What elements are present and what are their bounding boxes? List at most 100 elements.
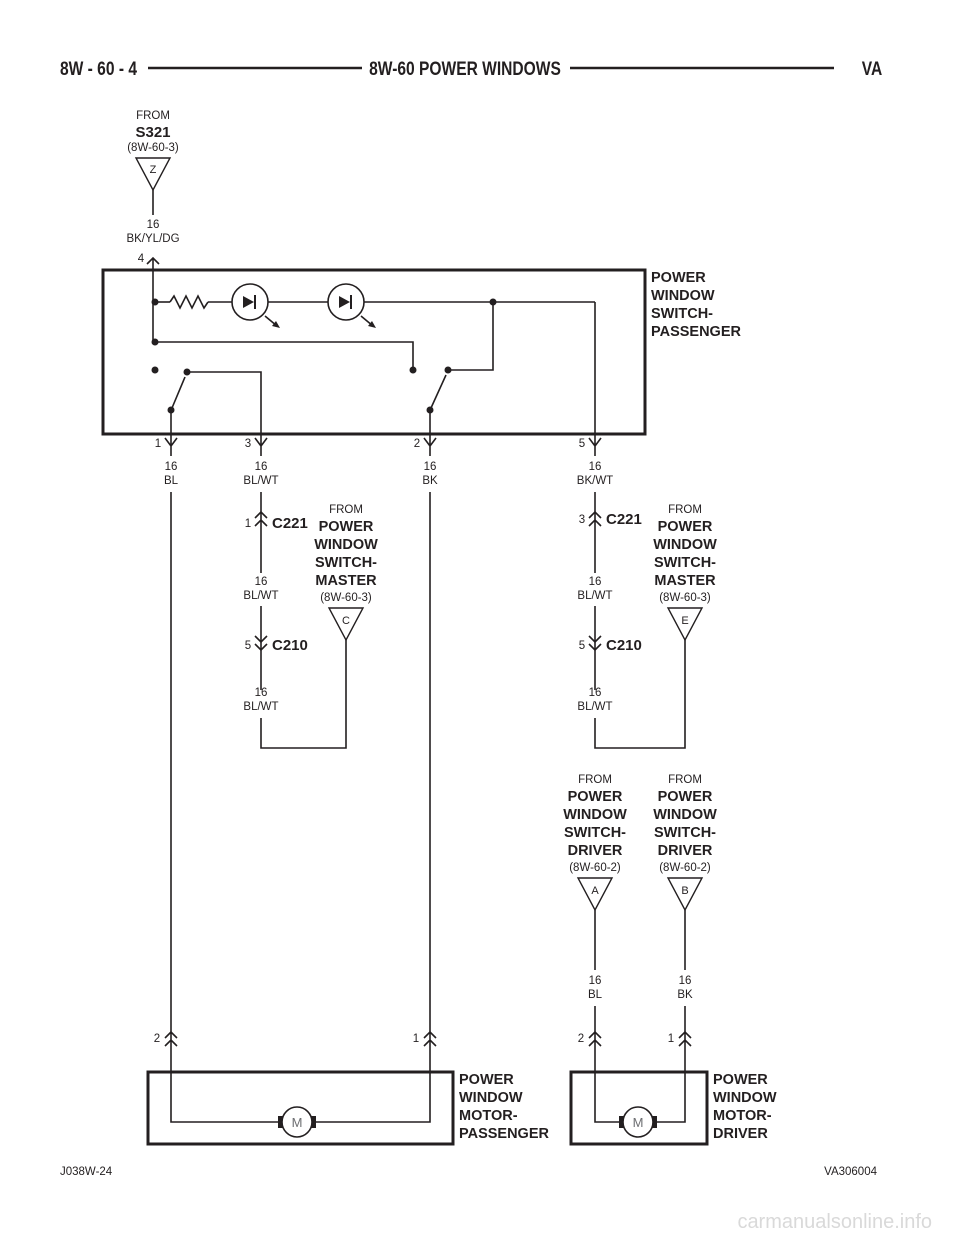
wire-e-return [594, 637, 686, 749]
motor-passenger-label-2: WINDOW [459, 1090, 523, 1106]
circuit-master-c: 1 C221 16 BL/WT 5 C210 16 BL/WT FROM POW… [243, 492, 378, 749]
connector-switch-top [146, 256, 160, 270]
source-e-from: FROM [668, 504, 702, 516]
wire-p3-gauge: 16 [255, 461, 268, 473]
source-e-triangle [666, 607, 704, 642]
wire-c-low-gauge: 16 [255, 687, 268, 699]
footer-right-code: VA306004 [824, 1166, 877, 1178]
c221-left-pin: 1 [245, 518, 251, 530]
connector-switch-3 [254, 434, 268, 456]
c221-right-name: C221 [606, 511, 642, 528]
led-1-triangle [243, 296, 254, 308]
motor-p-wire-right [314, 1072, 431, 1123]
connector-motor-d-1 [678, 1030, 692, 1072]
source-z-from: FROM [136, 110, 170, 122]
pin-motor-d-1: 1 [668, 1033, 674, 1045]
source-b-ref: (8W-60-2) [659, 862, 711, 874]
switch-passenger-label-2: WINDOW [651, 288, 715, 304]
source-c-triangle [327, 607, 365, 642]
wire-e-mid-color: BL/WT [577, 590, 612, 602]
pin-switch-1: 1 [155, 438, 161, 450]
c210-right-name: C210 [606, 637, 642, 654]
c221-left-name: C221 [272, 515, 308, 532]
wire-e-mid-gauge: 16 [589, 576, 602, 588]
motor-passenger-label-1: POWER [459, 1072, 514, 1088]
source-e-line-1: POWER [658, 519, 713, 535]
motor-connectors: 2 1 2 1 [154, 1030, 692, 1072]
wire-z-gauge: 16 [147, 219, 160, 231]
motor-passenger-box [146, 1070, 455, 1146]
motor-p-symbol: M [292, 1115, 303, 1130]
source-b-line-4: DRIVER [658, 843, 713, 859]
motor-passenger-label-4: PASSENGER [459, 1126, 550, 1142]
source-z-letter: Z [150, 164, 157, 176]
switch-passenger-label-1: POWER [651, 270, 706, 286]
circuit-master-e: 3 C221 16 BL/WT 5 C210 16 BL/WT FROM POW… [577, 492, 717, 749]
switch-lever-right [430, 374, 447, 409]
watermark: carmanualsonline.info [737, 1211, 932, 1233]
wire-b-color: BK [677, 989, 693, 1001]
connector-motor-p-2 [164, 1030, 178, 1072]
switch-wire-e [155, 341, 414, 370]
wire-c-mid-color: BL/WT [243, 590, 278, 602]
connector-c210-right [588, 635, 602, 652]
power-window-motor-passenger: M POWER WINDOW MOTOR- PASSENGER [146, 1070, 550, 1146]
source-e-line-2: WINDOW [653, 537, 717, 553]
switch-wire-pin3 [187, 371, 262, 434]
page-title: 8W-60 POWER WINDOWS [369, 58, 561, 80]
switch-passenger-label-3: SWITCH- [651, 306, 713, 322]
pin-motor-d-2: 2 [578, 1033, 584, 1045]
source-b-letter: B [681, 885, 688, 897]
source-a-line-4: DRIVER [568, 843, 623, 859]
source-a-triangle [576, 877, 614, 912]
led-1-arrow [272, 321, 280, 328]
c210-right-pin: 5 [579, 640, 585, 652]
switch-contact-r-top [409, 366, 417, 374]
wire-b-gauge: 16 [679, 975, 692, 987]
power-window-motor-driver: M POWER WINDOW MOTOR- DRIVER [569, 1070, 777, 1146]
source-a-from: FROM [578, 774, 612, 786]
source-c-ref: (8W-60-3) [320, 592, 372, 604]
switch-wire-f [448, 302, 494, 371]
motor-icon-passenger [281, 1106, 313, 1138]
wire-p2-gauge: 16 [424, 461, 437, 473]
pin-motor-p-2: 2 [154, 1033, 160, 1045]
motor-d-brush-left [619, 1116, 624, 1128]
source-b-line-2: WINDOW [653, 807, 717, 823]
motor-p-brush-left [278, 1116, 283, 1128]
c210-left-name: C210 [272, 637, 308, 654]
source-a-line-3: SWITCH- [564, 825, 626, 841]
switch-passenger-box [101, 268, 647, 436]
motor-d-brush-right [652, 1116, 657, 1128]
connector-c221-right [588, 510, 602, 573]
source-a-line-1: POWER [568, 789, 623, 805]
source-c-line-1: POWER [319, 519, 374, 535]
motor-icon-driver [622, 1106, 654, 1138]
wire-p2-color: BK [422, 475, 438, 487]
source-e-ref: (8W-60-3) [659, 592, 711, 604]
source-c-line-2: WINDOW [314, 537, 378, 553]
page-footer: J038W-24 VA306004 carmanualsonline.info [60, 1166, 932, 1233]
page-header: 8W - 60 - 4 8W-60 POWER WINDOWS VA [60, 58, 883, 80]
source-e-line-3: SWITCH- [654, 555, 716, 571]
switch-contact-l-a [151, 366, 159, 374]
model-code: VA [862, 58, 883, 80]
source-a-letter: A [591, 885, 599, 897]
power-window-switch-passenger: POWER WINDOW SWITCH- PASSENGER [101, 268, 742, 436]
c210-left-pin: 5 [245, 640, 251, 652]
wire-p5-color: BK/WT [577, 475, 613, 487]
source-z-ref: (8W-60-3) [127, 142, 179, 154]
wire-p3-color: BL/WT [243, 475, 278, 487]
connector-motor-p-1 [423, 1030, 437, 1072]
source-c-line-4: MASTER [315, 573, 377, 589]
motor-p-wire-left [170, 1072, 280, 1123]
switch-bottom-pins: 1 3 2 5 16 BL 16 BL/WT 16 BK 16 BK/WT [155, 434, 613, 487]
source-e-line-4: MASTER [654, 573, 716, 589]
wire-p5-gauge: 16 [589, 461, 602, 473]
source-e-letter: E [681, 615, 688, 627]
motor-d-symbol: M [633, 1115, 644, 1130]
wire-c-low-color: BL/WT [243, 701, 278, 713]
source-z-name: S321 [135, 124, 170, 141]
pin-switch-top: 4 [138, 253, 145, 265]
pin-switch-3: 3 [245, 438, 251, 450]
